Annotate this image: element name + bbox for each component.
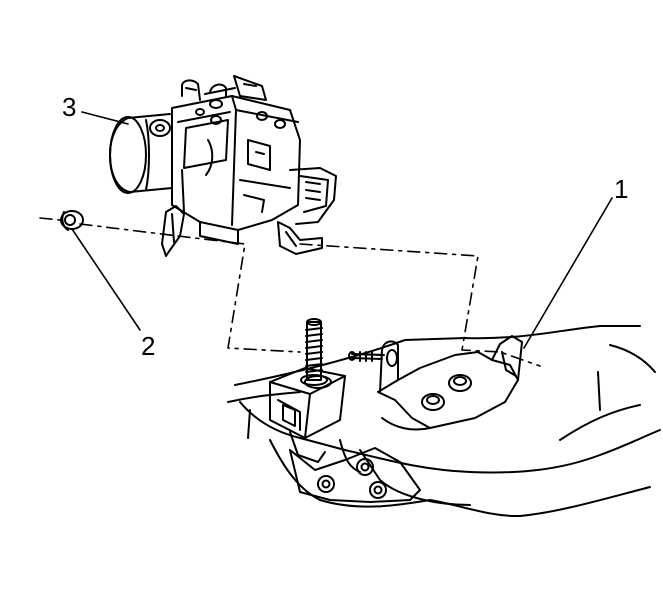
vehicle-frame-crossmember [227,325,661,518]
side-bolt [348,351,385,362]
leader-line-2 [71,228,141,331]
mounting-stud [300,318,328,386]
callout-3: 3 [62,92,77,122]
grommet [60,210,84,231]
lower-mount-plate [289,447,421,503]
callout-1: 1 [614,174,629,204]
brake-modulator-assembly [109,75,337,257]
leader-line-1 [523,197,613,349]
callout-2: 2 [141,331,156,361]
leader-lines [71,111,613,349]
alignment-lines [39,217,541,367]
mounting-bracket [377,335,523,431]
